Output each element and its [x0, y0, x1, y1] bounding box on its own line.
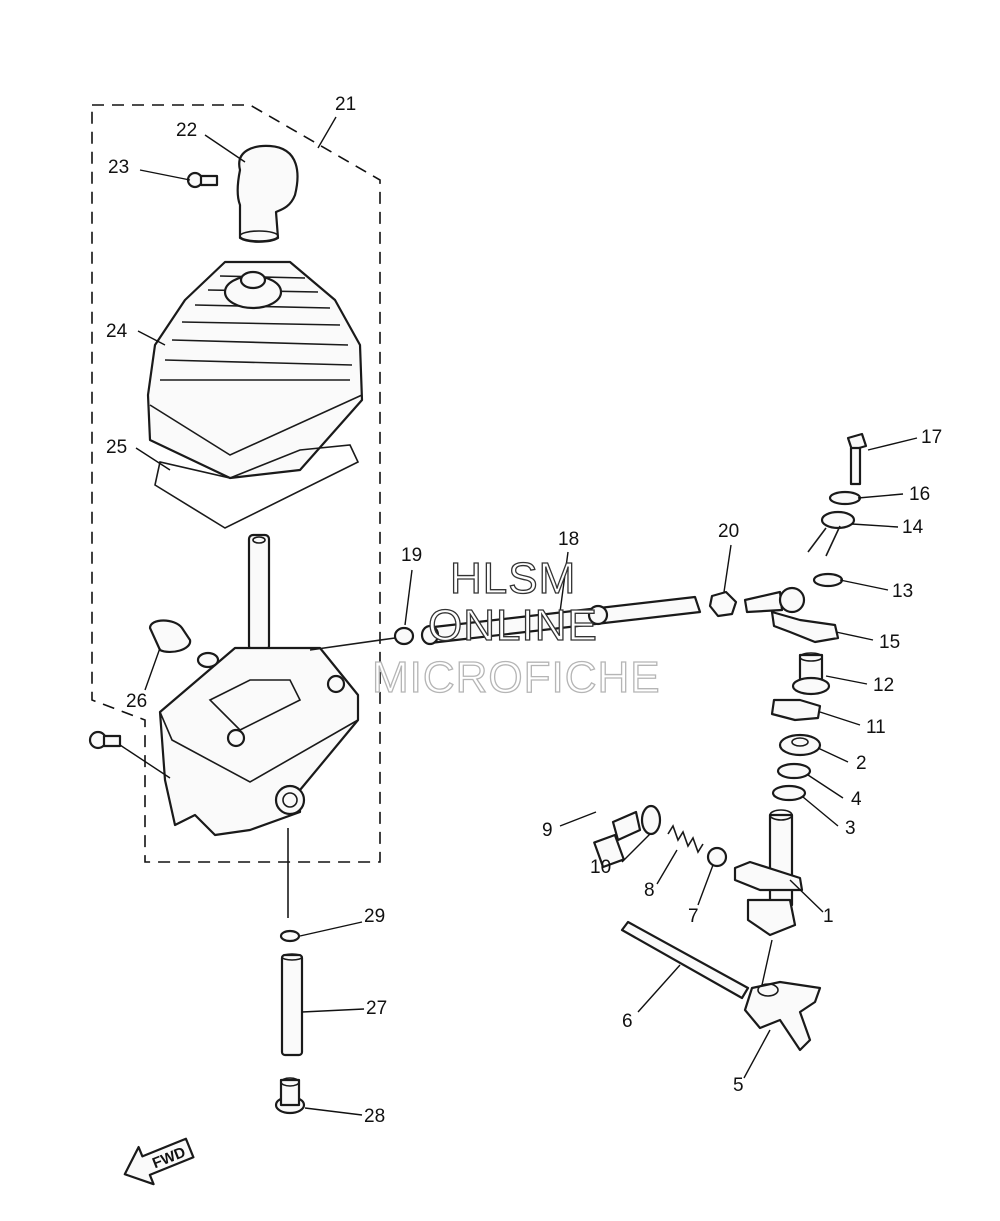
callout-5: 5 [733, 1075, 744, 1096]
callout-27: 27 [366, 998, 387, 1019]
callout-2: 2 [856, 753, 867, 774]
callout-3: 3 [845, 818, 856, 839]
part-15-arm[interactable] [770, 610, 840, 644]
part-13-washer[interactable] [812, 572, 844, 588]
callout-25: 25 [106, 437, 127, 458]
callout-23: 23 [108, 157, 129, 178]
part-27-pin[interactable] [280, 953, 304, 1057]
callout-12: 12 [873, 675, 894, 696]
watermark: HLSM ONLINE MICROFICHE [371, 553, 661, 702]
part-22-knob[interactable] [236, 144, 299, 243]
part-8-spring[interactable] [667, 824, 704, 854]
part-1-shift-shaft[interactable] [733, 809, 804, 937]
callout-10: 10 [590, 857, 611, 878]
part-29-clip[interactable] [279, 929, 301, 943]
part-28-plug[interactable] [274, 1077, 306, 1115]
part-18-link-rod[interactable] [420, 595, 702, 646]
part-4-clip[interactable] [776, 762, 812, 780]
callout-9: 9 [542, 820, 553, 841]
watermark-line-1: HLSM [450, 554, 576, 603]
callout-20: 20 [718, 521, 739, 542]
fwd-direction-marker: FWD [123, 1137, 195, 1186]
callout-15: 15 [879, 632, 900, 653]
part-6-shaft[interactable] [620, 920, 750, 1000]
part-5-fork[interactable] [743, 980, 822, 1052]
part-19-washer[interactable] [393, 626, 415, 646]
callout-19: 19 [401, 545, 422, 566]
callout-28: 28 [364, 1106, 385, 1127]
callout-17: 17 [921, 427, 942, 448]
watermark-line-3: MICROFICHE [372, 653, 661, 702]
callout-1: 1 [823, 906, 834, 927]
callout-29: 29 [364, 906, 385, 927]
callout-22: 22 [176, 120, 197, 141]
callout-26: 26 [126, 691, 147, 712]
housing-bolt[interactable] [88, 730, 122, 750]
part-24-boot[interactable] [146, 260, 364, 480]
part-9-plug[interactable] [593, 810, 642, 869]
callout-7: 7 [688, 906, 699, 927]
callout-6: 6 [622, 1011, 633, 1032]
part-26-fitting[interactable] [148, 619, 220, 669]
part-11-plate[interactable] [770, 698, 822, 722]
callout-13: 13 [892, 581, 913, 602]
shift-lever-rod [247, 533, 271, 652]
part-12-collar[interactable] [791, 652, 831, 696]
part-16-washer[interactable] [828, 490, 862, 506]
part-7-ball[interactable] [706, 846, 728, 868]
callout-16: 16 [909, 484, 930, 505]
part-17-bolt[interactable] [846, 432, 868, 486]
callout-labels: 1 2 3 4 5 6 7 8 9 10 11 12 13 14 15 16 1… [106, 94, 942, 1127]
shift-housing[interactable] [158, 646, 360, 837]
part-3-washer[interactable] [771, 784, 807, 802]
callout-8: 8 [644, 880, 655, 901]
callout-4: 4 [851, 789, 862, 810]
part-10-washer[interactable] [640, 804, 662, 836]
part-23-screw[interactable] [186, 171, 219, 189]
callout-24: 24 [106, 321, 128, 342]
part-25-gasket[interactable] [154, 444, 360, 529]
watermark-line-2: ONLINE [428, 601, 598, 650]
callout-18: 18 [558, 529, 579, 550]
part-20-nut[interactable] [708, 590, 738, 618]
assembly-21-outline [91, 104, 381, 863]
callout-21: 21 [335, 94, 356, 115]
rod-end-joint[interactable] [743, 586, 806, 614]
leader-lines [119, 116, 918, 1116]
callout-11: 11 [866, 717, 886, 738]
callout-14: 14 [902, 517, 924, 538]
part-14-spring[interactable] [807, 510, 856, 557]
part-2-bushing[interactable] [778, 733, 822, 757]
